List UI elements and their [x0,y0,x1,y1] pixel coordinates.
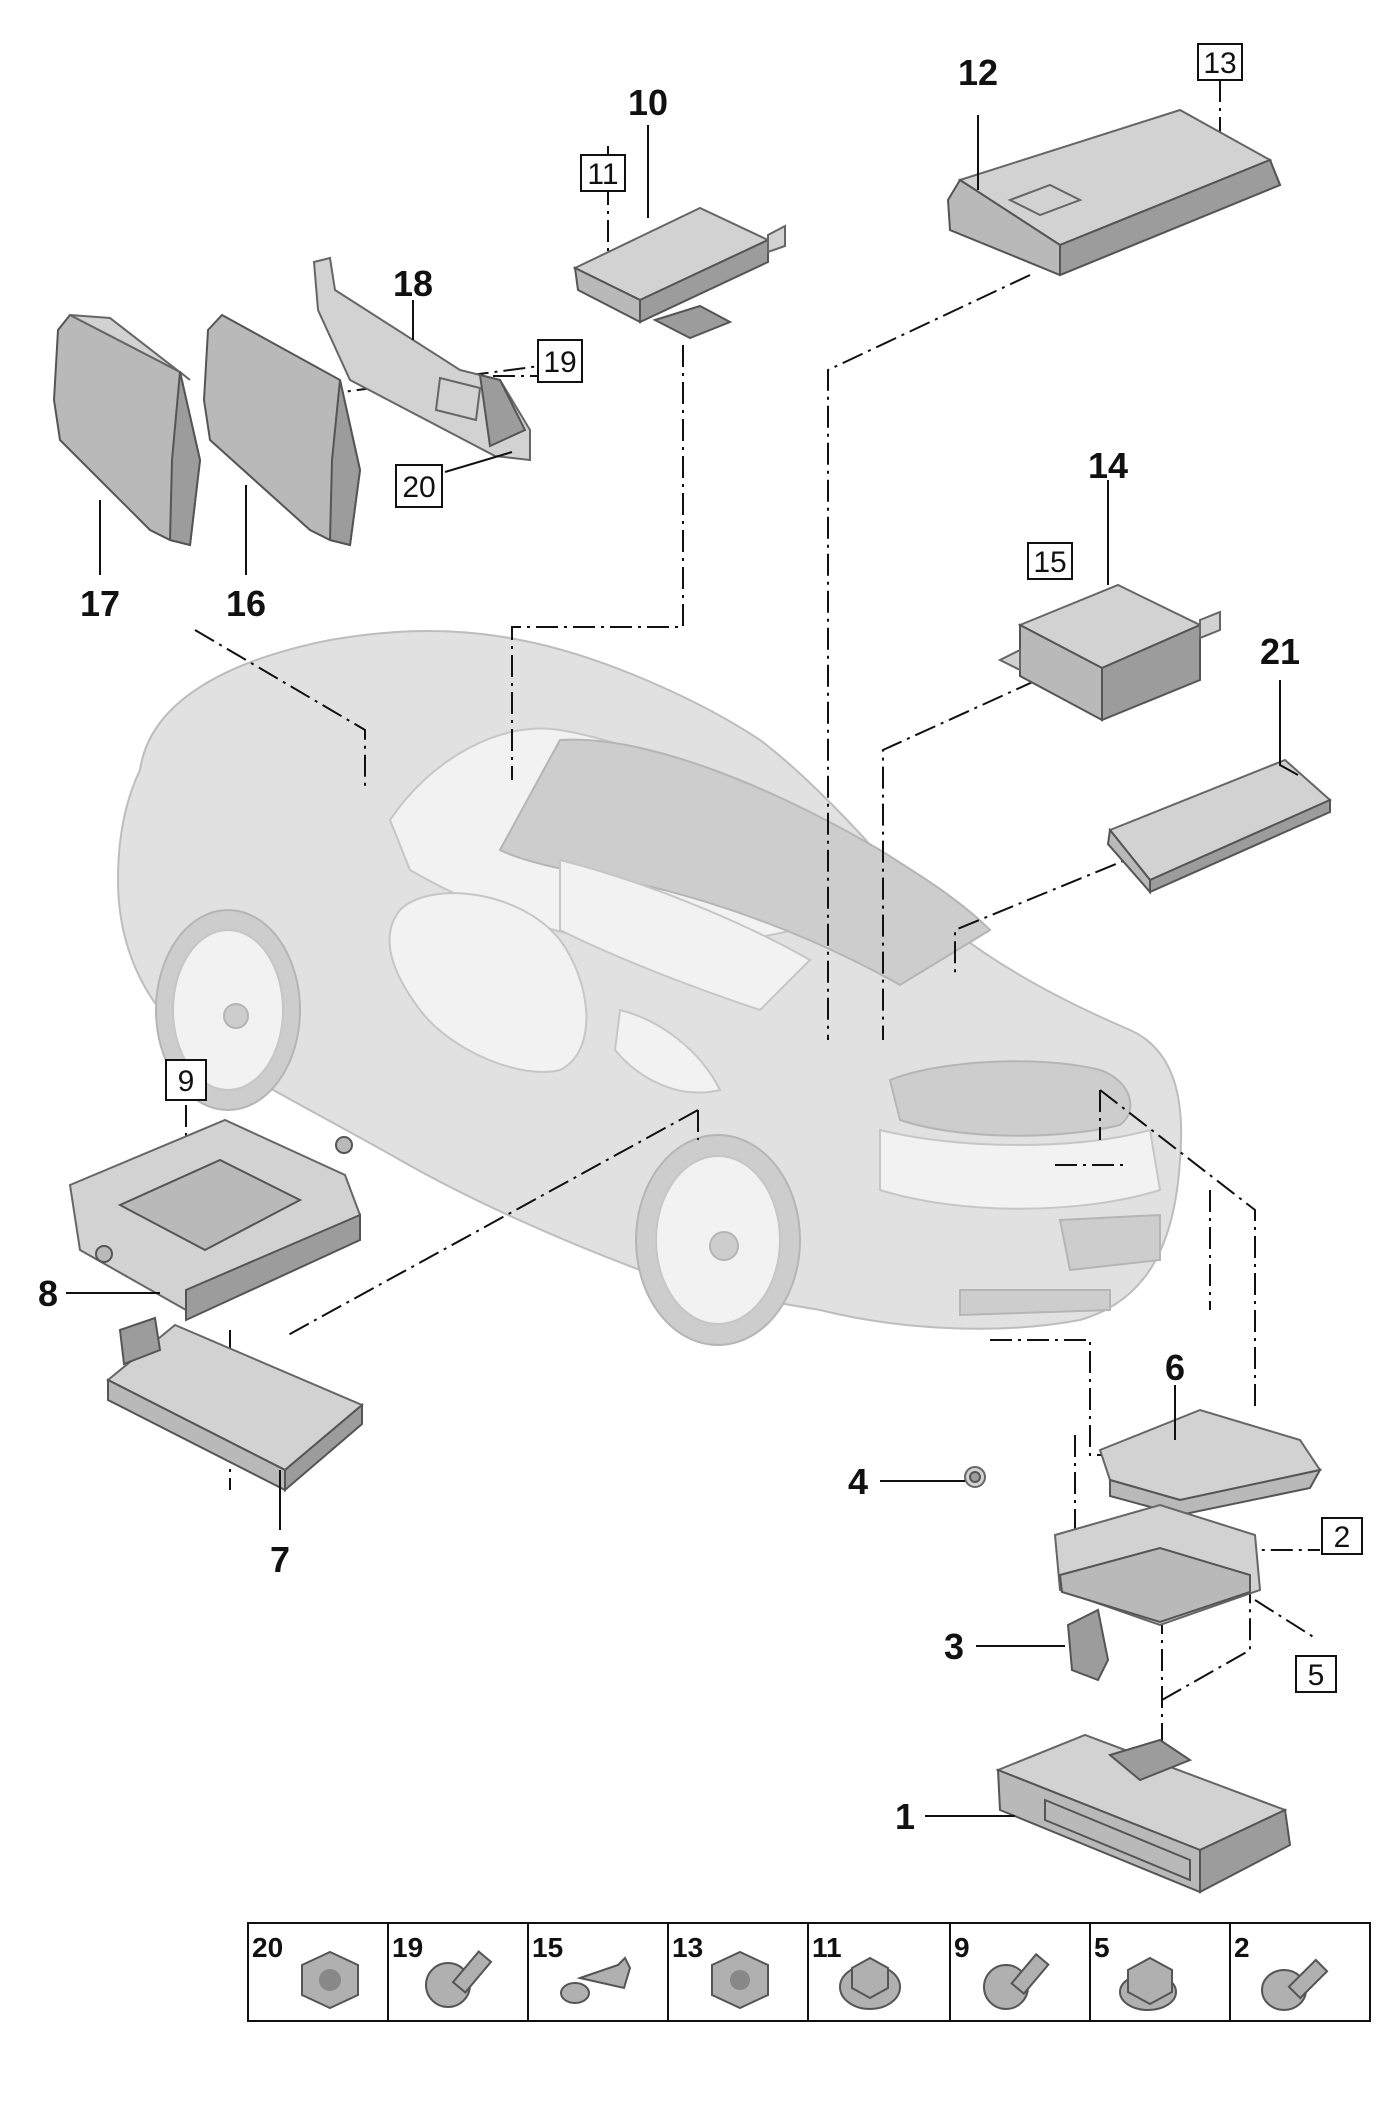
callout-2: 2 [1334,1521,1351,1554]
hex-nut-icon [301,1950,359,2010]
callout-17: 17 [80,583,120,624]
flange-bolt-icon [425,1950,493,2008]
fastener-cell-11: 11 [812,1932,901,2010]
part-3-holder [1053,1503,1262,1682]
flange-nut-icon [839,1956,901,2010]
reference-lines [185,80,1320,1750]
callout-3: 3 [944,1626,964,1667]
fastener-cell-5: 5 [1094,1932,1177,2011]
part-10-module [572,206,786,340]
callout-20: 20 [402,471,435,504]
callout-5: 5 [1308,1659,1325,1692]
callout-18: 18 [393,263,433,304]
flange-bolt-icon [1261,1958,1329,2011]
part-4-grommet [964,1466,986,1488]
svg-text:5: 5 [1094,1932,1110,1963]
fastener-cell-15: 15 [532,1932,632,2004]
callout-16: 16 [226,583,266,624]
svg-text:20: 20 [252,1932,283,1963]
callout-4: 4 [848,1461,868,1502]
svg-text:19: 19 [392,1932,423,1963]
callout-8: 8 [38,1273,58,1314]
callout-labels: 12 13 10 11 18 19 20 17 16 14 15 21 [38,43,1363,1837]
hex-nut-icon [711,1950,769,2010]
svg-text:2: 2 [1234,1932,1250,1963]
part-12-control-unit [946,108,1282,277]
callout-14: 14 [1088,445,1128,486]
fastener-cell-19: 19 [392,1932,493,2008]
fastener-cell-20: 20 [252,1932,359,2010]
hex-nut-icon [1119,1956,1177,2011]
fastener-cell-9: 9 [954,1932,1050,2010]
part-17-control-unit [52,313,202,547]
callout-10: 10 [628,82,668,123]
fastener-table: 20 19 15 13 [247,1922,1371,2022]
callout-12: 12 [958,52,998,93]
svg-text:13: 13 [672,1932,703,1963]
fastener-cell-13: 13 [672,1932,769,2010]
callout-21: 21 [1260,631,1300,672]
part-8-bracket-frame [68,1118,362,1322]
part-14-module [997,583,1221,722]
svg-text:9: 9 [954,1932,970,1963]
part-1-control-unit [995,1733,1292,1894]
callout-7: 7 [270,1539,290,1580]
callout-6: 6 [1165,1347,1185,1388]
fastener-cell-2: 2 [1234,1932,1329,2011]
part-16-control-unit [202,313,362,547]
svg-text:15: 15 [532,1932,563,1963]
callout-9: 9 [178,1065,195,1098]
part-21-bracket [1106,758,1332,895]
callout-11: 11 [587,158,618,191]
callout-1: 1 [895,1796,915,1837]
callout-19: 19 [543,346,576,379]
callout-15: 15 [1033,546,1066,579]
callout-13: 13 [1203,47,1236,80]
svg-text:11: 11 [812,1932,842,1963]
part-6-bracket [1098,1408,1322,1517]
part-7-control-unit [106,1316,364,1493]
expanding-rivet-icon [560,1956,632,2004]
part-18-bracket [312,256,531,462]
flange-bolt-icon [983,1952,1050,2010]
